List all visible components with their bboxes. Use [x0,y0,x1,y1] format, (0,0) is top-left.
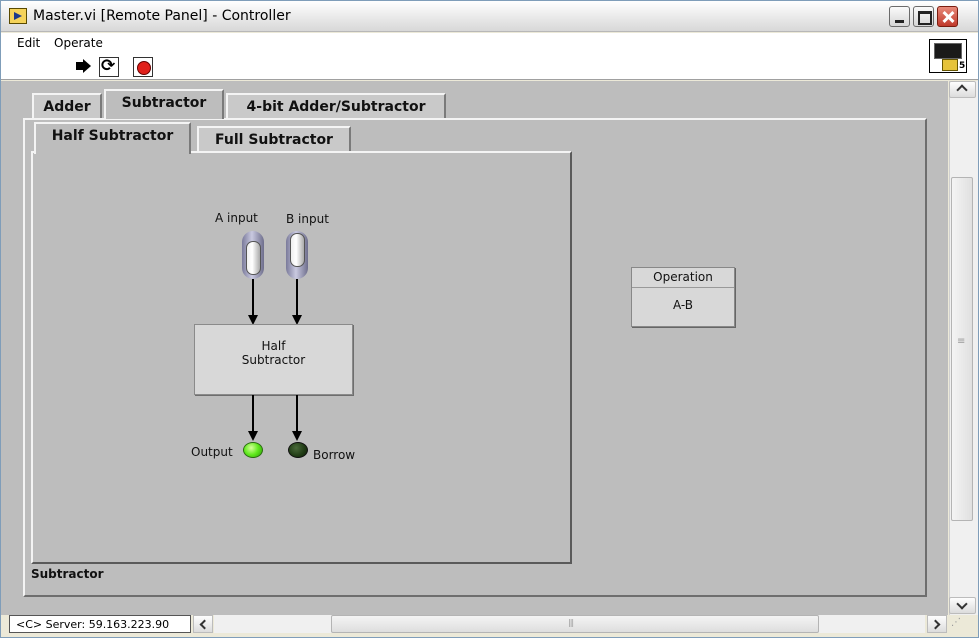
borrow-arrow-icon [292,431,302,441]
menu-edit[interactable]: Edit [17,36,41,50]
tab-subtractor[interactable]: Subtractor [104,89,224,119]
tab-half-subtractor[interactable]: Half Subtractor [34,122,191,154]
output-wire [252,395,254,431]
b-input-wire [296,279,298,315]
a-input-toggle-switch[interactable] [242,231,264,279]
run-arrow-icon[interactable] [73,57,93,77]
borrow-led-indicator [288,442,308,458]
b-input-toggle-switch[interactable] [286,231,308,279]
borrow-wire [296,395,298,431]
a-input-wire [252,279,254,315]
block-label-line2: Subtractor [241,353,306,367]
menu-operate[interactable]: Operate [54,36,103,50]
labview-app-icon [9,8,27,24]
b-input-arrow-icon [292,315,302,325]
resize-grip-icon[interactable]: ⋰ [951,617,961,628]
tab-4bit-adder-subtractor[interactable]: 4-bit Adder/Subtractor [226,93,446,119]
maximize-button[interactable] [913,6,934,27]
vi-connector-icon [929,39,967,73]
run-continuously-icon[interactable]: ⟳ [99,56,119,77]
scroll-left-icon[interactable] [193,615,213,633]
operation-title: Operation [632,270,734,288]
title-bar[interactable]: Master.vi [Remote Panel] - Controller [1,1,978,32]
operation-value: A-B [672,298,694,312]
vi-icon-number: 5 [959,61,966,71]
output-arrow-icon [248,431,258,441]
half-subtractor-block: Half Subtractor [194,324,353,395]
window-title: Master.vi [Remote Panel] - Controller [33,8,291,24]
close-button[interactable] [937,6,958,27]
vertical-scroll-thumb[interactable] [951,177,973,521]
output-led-indicator [243,442,263,458]
borrow-label: Borrow [313,448,356,462]
toolbar: ⟳ [1,53,978,80]
abort-stop-icon[interactable] [133,57,153,77]
a-input-arrow-icon [248,315,258,325]
scroll-down-icon[interactable] [949,597,976,614]
server-address: <C> Server: 59.163.223.90 [9,615,191,633]
scroll-right-icon[interactable] [927,615,947,633]
a-input-label: A input [215,211,258,225]
tab-adder[interactable]: Adder [32,93,102,119]
tab-control-caption: Subtractor [31,567,104,581]
b-input-label: B input [286,212,329,226]
tab-full-subtractor[interactable]: Full Subtractor [197,126,351,152]
horizontal-scroll-thumb[interactable] [331,615,819,633]
minimize-button[interactable] [889,6,910,27]
block-label-line1: Half [261,339,286,353]
scroll-up-icon[interactable] [949,81,976,98]
output-label: Output [191,445,233,459]
menu-bar: Edit Operate [1,33,978,53]
operation-indicator: Operation A-B [631,267,735,327]
